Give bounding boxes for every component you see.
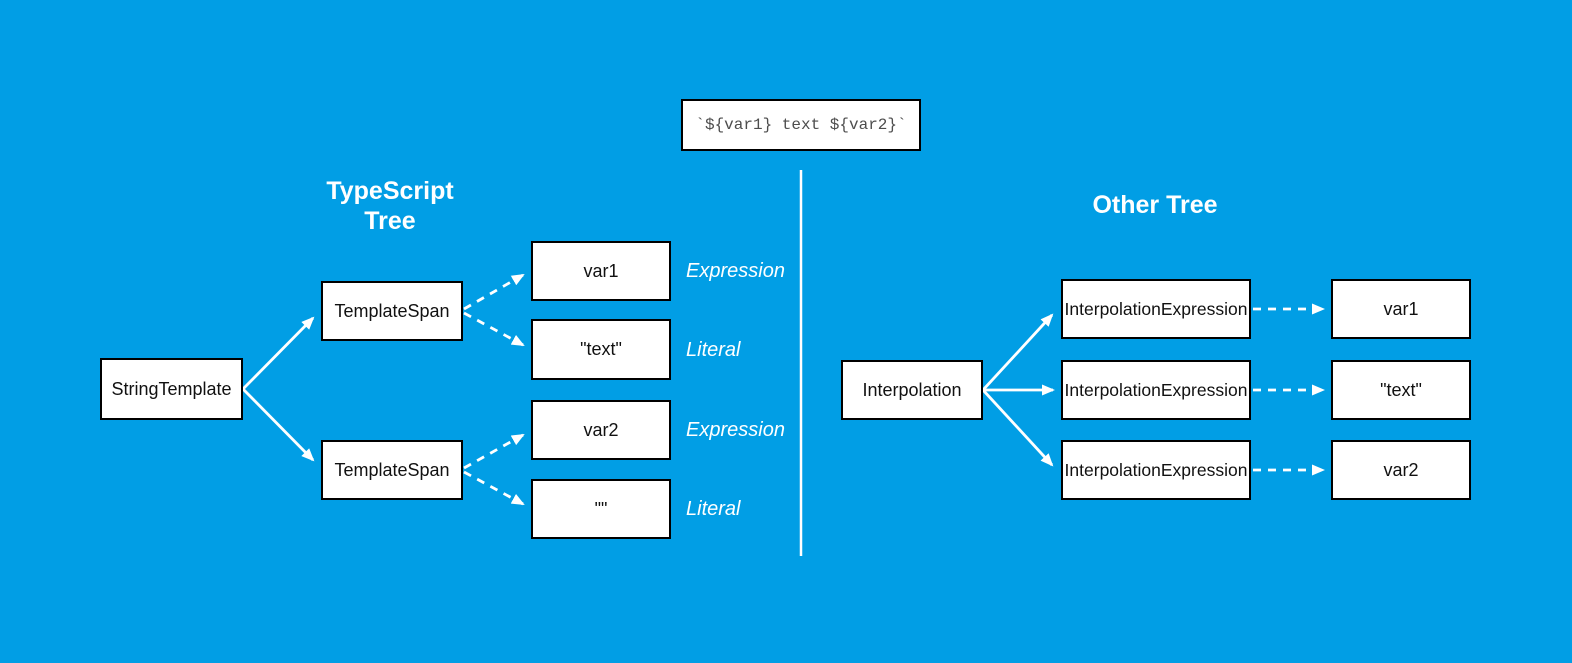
node-interpolation: Interpolation [841,360,983,420]
node-right-leaf-var2: var2 [1331,440,1471,500]
node-right-leaf-var1: var1 [1331,279,1471,339]
code-snippet-text: `${var1} text ${var2}` [695,116,907,134]
node-interpolation-expression-3: InterpolationExpression [1061,440,1251,500]
type-label-literal-1: Literal [686,339,741,361]
left-tree-title: TypeScript Tree [326,177,454,235]
code-snippet-box: `${var1} text ${var2}` [681,99,921,151]
node-leaf-empty-string: "" [531,479,671,539]
node-leaf-var1: var1 [531,241,671,301]
node-interpolation-expression-1: InterpolationExpression [1061,279,1251,339]
type-label-expression-2: Expression [686,419,785,441]
node-string-template: StringTemplate [100,358,243,420]
right-tree-title: Other Tree [1092,191,1218,219]
node-leaf-var2: var2 [531,400,671,460]
node-template-span-2: TemplateSpan [321,440,463,500]
node-interpolation-expression-2: InterpolationExpression [1061,360,1251,420]
node-leaf-text: "text" [531,319,671,380]
type-label-literal-2: Literal [686,498,741,520]
node-right-leaf-text: "text" [1331,360,1471,420]
type-label-expression-1: Expression [686,260,785,282]
node-template-span-1: TemplateSpan [321,281,463,341]
